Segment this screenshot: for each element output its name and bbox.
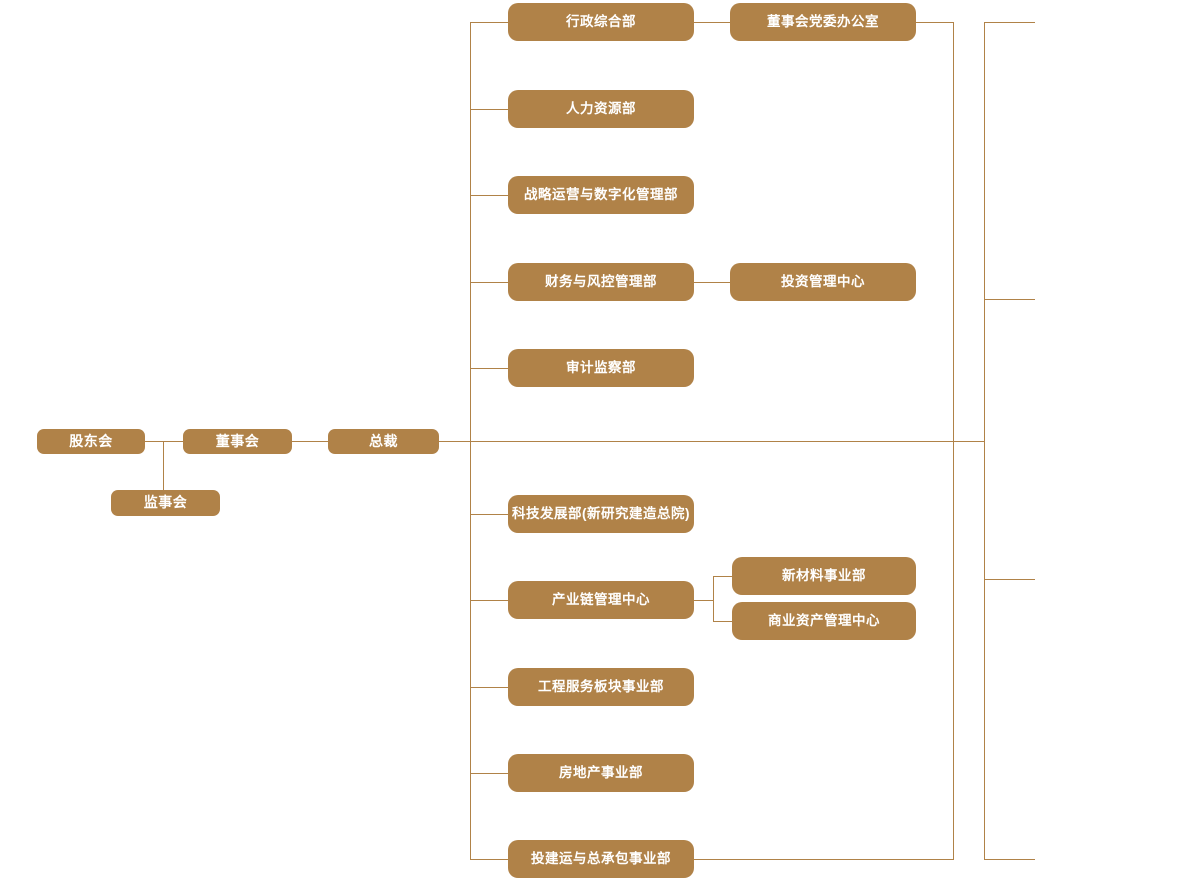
org-node-investment-center: 投资管理中心 xyxy=(730,263,916,301)
org-node-admin-general: 行政综合部 xyxy=(508,3,694,41)
org-node-president: 总裁 xyxy=(328,429,439,454)
connector-line xyxy=(470,514,508,515)
org-node-board-party-office: 董事会党委办公室 xyxy=(730,3,916,41)
org-node-finance-risk: 财务与风控管理部 xyxy=(508,263,694,301)
connector-line xyxy=(470,773,508,774)
connector-line-truncated xyxy=(984,579,1035,580)
connector-line xyxy=(470,282,508,283)
connector-line xyxy=(694,600,713,601)
org-node-invest-build-epc: 投建运与总承包事业部 xyxy=(508,840,694,878)
org-node-real-estate: 房地产事业部 xyxy=(508,754,694,792)
connector-line-truncated xyxy=(984,859,1035,860)
connector-line xyxy=(439,441,985,442)
org-node-engineering-services: 工程服务板块事业部 xyxy=(508,668,694,706)
connector-line xyxy=(145,441,183,442)
connector-line xyxy=(470,600,508,601)
connector-line xyxy=(953,22,954,860)
connector-line xyxy=(470,195,508,196)
connector-line xyxy=(713,621,732,622)
org-node-tech-development: 科技发展部(新研究建造总院) xyxy=(508,495,694,533)
org-node-audit-supervision: 审计监察部 xyxy=(508,349,694,387)
org-node-human-resources: 人力资源部 xyxy=(508,90,694,128)
connector-line xyxy=(916,22,953,23)
connector-line xyxy=(470,859,508,860)
connector-line-truncated xyxy=(984,22,1035,23)
org-node-strategy-digital: 战略运营与数字化管理部 xyxy=(508,176,694,214)
connector-line xyxy=(292,441,328,442)
connector-line-truncated xyxy=(984,299,1035,300)
org-node-supervisory-board: 监事会 xyxy=(111,490,220,516)
org-node-board-of-directors: 董事会 xyxy=(183,429,292,454)
connector-line xyxy=(163,441,164,490)
connector-line xyxy=(694,282,730,283)
org-node-new-materials: 新材料事业部 xyxy=(732,557,916,595)
connector-line xyxy=(713,576,714,622)
connector-line xyxy=(470,22,471,860)
connector-line xyxy=(694,22,730,23)
connector-line xyxy=(470,109,508,110)
connector-line xyxy=(470,22,508,23)
connector-line xyxy=(694,859,953,860)
connector-line xyxy=(470,368,508,369)
connector-line xyxy=(984,22,985,860)
org-node-industry-chain-center: 产业链管理中心 xyxy=(508,581,694,619)
org-node-shareholders: 股东会 xyxy=(37,429,145,454)
connector-line xyxy=(470,687,508,688)
org-node-commercial-assets: 商业资产管理中心 xyxy=(732,602,916,640)
connector-line xyxy=(713,576,732,577)
